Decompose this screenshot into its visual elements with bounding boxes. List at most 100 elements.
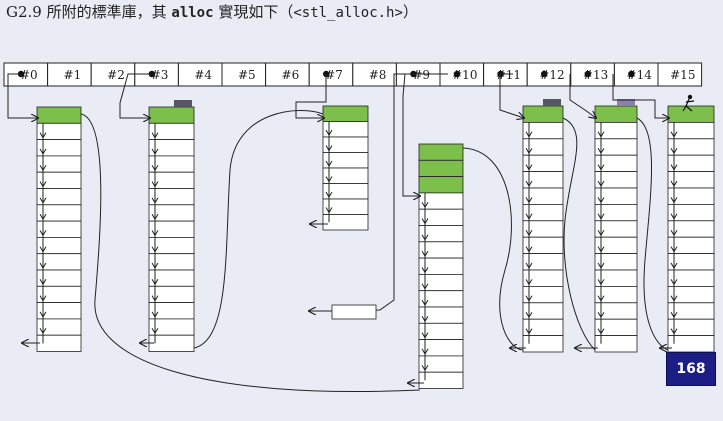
block-continuation-curve xyxy=(193,110,324,349)
arrow-icon xyxy=(670,164,678,171)
arrow-icon xyxy=(421,364,429,372)
arrow-icon xyxy=(325,129,333,136)
arrow-icon xyxy=(525,131,533,138)
arrow-icon xyxy=(597,197,605,204)
free-chunk xyxy=(667,122,715,140)
arrow-icon xyxy=(525,279,533,286)
arrow-icon xyxy=(421,316,429,323)
arrow-icon xyxy=(525,213,533,220)
allocated-block xyxy=(522,105,564,123)
slot-pointer-link xyxy=(295,74,327,118)
arrow-icon xyxy=(421,267,429,274)
free-list-slot-label: #15 xyxy=(670,68,695,82)
arrow-icon xyxy=(39,295,47,302)
arrow-icon xyxy=(525,180,533,187)
arrow-icon xyxy=(421,250,429,258)
free-list-slot-label: #3 xyxy=(151,68,169,82)
allocated-block xyxy=(322,105,369,122)
free-chunk xyxy=(667,236,715,254)
running-person-body xyxy=(682,98,695,112)
arrow-icon xyxy=(597,246,605,253)
arrow-icon xyxy=(597,164,605,171)
arrow-icon xyxy=(670,180,678,187)
memory-chunk-chain xyxy=(36,106,82,352)
free-list-slot-label: #4 xyxy=(194,68,212,82)
arrow-icon xyxy=(151,181,159,188)
free-chunk xyxy=(148,334,195,352)
free-chunk xyxy=(667,269,715,287)
arrow-icon xyxy=(39,181,47,188)
arrow-icon xyxy=(597,131,605,138)
arrow-icon xyxy=(39,311,47,318)
pointer-dot xyxy=(584,70,591,78)
arrow-icon xyxy=(39,148,47,155)
arrow-icon xyxy=(151,213,159,221)
arrow-icon xyxy=(39,213,47,221)
free-chunk xyxy=(667,335,715,353)
arrow-icon xyxy=(39,279,47,286)
arrow-icon xyxy=(670,197,678,204)
arrow-icon xyxy=(525,328,533,335)
arrow-icon xyxy=(670,262,678,269)
memory-chunk-chain xyxy=(522,99,564,353)
arrow-icon xyxy=(151,197,159,204)
arrow-icon xyxy=(597,229,605,237)
running-person-head xyxy=(687,94,693,100)
block-continuation-curve xyxy=(636,117,669,351)
free-list-slot-label: #5 xyxy=(238,68,256,82)
arrow-icon xyxy=(325,176,333,183)
arrow-icon xyxy=(670,246,678,253)
allocated-block xyxy=(418,143,464,161)
free-chunk xyxy=(36,334,82,352)
arrow-icon xyxy=(151,262,159,269)
allocated-block xyxy=(418,159,464,178)
memory-chunk-chain xyxy=(594,99,638,353)
memory-chunk-chain xyxy=(667,105,715,353)
arrow-icon xyxy=(670,229,678,237)
free-list-slot-label: #8 xyxy=(369,68,387,82)
free-chunk xyxy=(667,171,715,189)
arrow-icon xyxy=(525,164,533,171)
free-chunk xyxy=(667,285,715,304)
pointer-dot xyxy=(541,70,548,78)
slot-pointer-link xyxy=(569,74,596,118)
free-chunk xyxy=(667,187,715,205)
title-close: ） xyxy=(402,3,418,21)
free-chunk xyxy=(322,214,369,231)
free-list-slot-label: #0 xyxy=(20,68,38,82)
arrow-icon xyxy=(39,246,47,253)
arrow-icon xyxy=(421,234,429,241)
free-chunk xyxy=(418,371,464,389)
pointer-dot xyxy=(453,70,461,78)
arrow-icon xyxy=(39,132,47,139)
allocated-block xyxy=(418,176,464,194)
arrow-icon xyxy=(525,311,533,319)
free-list-slot-label: #6 xyxy=(282,68,300,82)
title-prefix: G2.9 所附的標準庫，其 xyxy=(6,3,167,21)
arrow-icon xyxy=(525,197,533,204)
title-code: alloc xyxy=(171,5,214,21)
arrow-icon xyxy=(597,311,605,319)
arrow-icon xyxy=(325,207,333,214)
arrow-icon xyxy=(421,201,429,209)
arrow-icon xyxy=(421,283,429,290)
arrow-icon xyxy=(525,262,533,269)
slot-pointer-link xyxy=(7,73,38,118)
free-chunk xyxy=(667,220,715,238)
free-list-slot-label: #7 xyxy=(325,68,343,82)
arrow-icon xyxy=(421,348,429,355)
arrow-icon xyxy=(670,213,678,220)
slot-pointer-link xyxy=(499,73,524,118)
slot-pointer-link xyxy=(119,73,152,118)
arrow-icon xyxy=(151,132,159,139)
arrow-icon xyxy=(151,311,159,318)
arrow-icon xyxy=(597,180,605,187)
arrow-icon xyxy=(151,164,159,172)
free-list-slot-label: #2 xyxy=(107,68,125,82)
arrow-icon xyxy=(39,230,47,237)
arrow-icon xyxy=(597,328,605,335)
page-title: G2.9 所附的標準庫，其 alloc 實現如下（<stl_alloc.h>） xyxy=(6,1,418,22)
arrow-icon xyxy=(151,230,159,237)
